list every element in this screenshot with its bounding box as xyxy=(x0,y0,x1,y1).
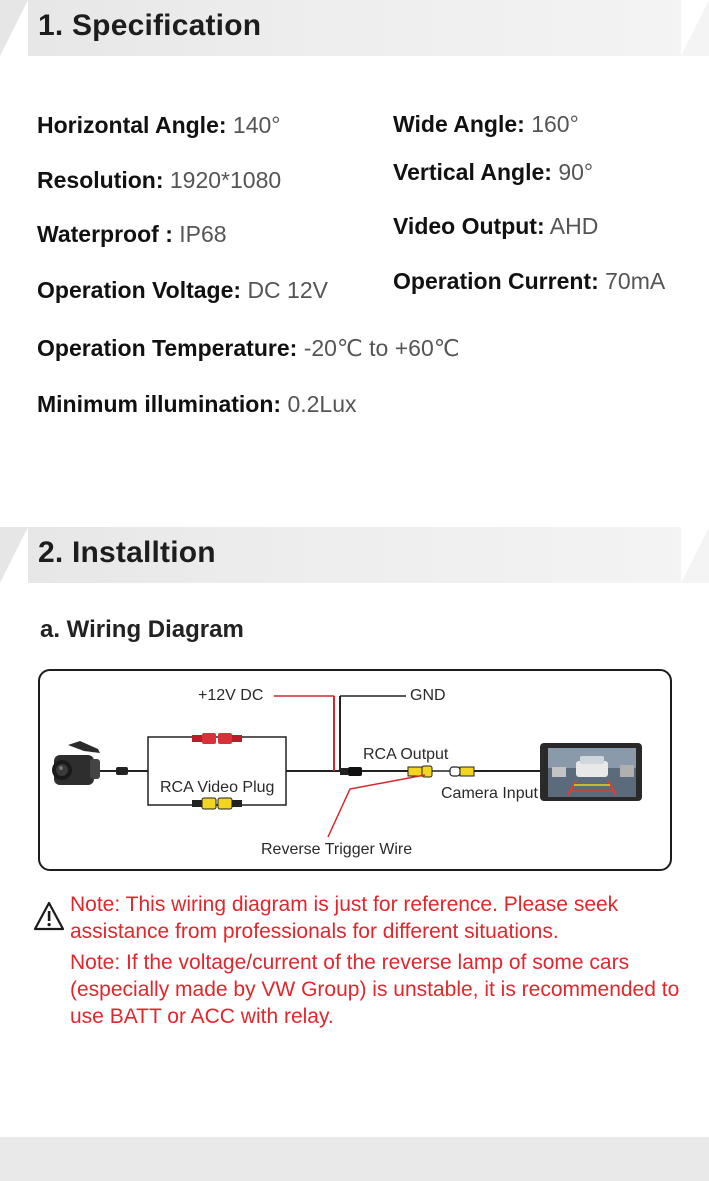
spec-operation-voltage: Operation Voltage: DC 12V xyxy=(37,277,328,304)
banner-corner xyxy=(0,0,28,56)
section-banner-specification: 1. Specification xyxy=(0,0,709,56)
label-rca-video-plug: RCA Video Plug xyxy=(160,779,275,796)
spec-waterproof: Waterproof : IP68 xyxy=(37,221,227,248)
banner-corner xyxy=(681,0,709,56)
spec-minimum-illumination: Minimum illumination: 0.2Lux xyxy=(37,391,357,418)
spec-value: 70mA xyxy=(605,268,666,294)
spec-label: Vertical Angle: xyxy=(393,159,552,185)
banner-corner xyxy=(681,527,709,583)
spec-vertical-angle: Vertical Angle: 90° xyxy=(393,159,593,186)
monitor-icon xyxy=(540,743,642,801)
wiring-diagram: +12V DC GND RCA Output RCA Video Plug Ca… xyxy=(38,669,672,871)
note-reference: Note: This wiring diagram is just for re… xyxy=(70,893,619,943)
rca-output-connector xyxy=(407,765,475,778)
spec-wide-angle: Wide Angle: 160° xyxy=(393,111,579,138)
spec-value: 1920*1080 xyxy=(169,167,282,193)
spec-value: -20℃ to +60℃ xyxy=(303,335,460,361)
yellow-rca-connector xyxy=(192,797,242,810)
note-vw-group: Note: If the voltage/current of the reve… xyxy=(70,951,680,1028)
spec-label: Waterproof : xyxy=(37,221,173,247)
label-power: +12V DC xyxy=(198,687,264,704)
red-rca-connector xyxy=(192,733,242,744)
spec-label: Video Output: xyxy=(393,213,545,239)
spec-value: 140° xyxy=(232,112,281,138)
spec-label: Resolution: xyxy=(37,167,164,193)
section-title: 1. Specification xyxy=(38,9,262,42)
spec-label: Operation Voltage: xyxy=(37,277,242,303)
spec-value: 160° xyxy=(531,111,579,137)
spec-label: Wide Angle: xyxy=(393,111,525,137)
section-title: 2. Installtion xyxy=(38,536,216,569)
spec-label: Operation Current: xyxy=(393,268,599,294)
spec-label: Operation Temperature: xyxy=(37,335,298,361)
spec-operation-temperature: Operation Temperature: -20℃ to +60℃ xyxy=(37,335,460,362)
warning-icon xyxy=(33,901,65,931)
spec-horizontal-angle: Horizontal Angle: 140° xyxy=(37,112,281,139)
spec-operation-current: Operation Current: 70mA xyxy=(393,268,665,295)
spec-label: Horizontal Angle: xyxy=(37,112,227,138)
label-ground: GND xyxy=(410,687,446,704)
label-camera-input: Camera Input xyxy=(441,785,538,802)
section-banner-installation: 2. Installtion xyxy=(0,527,709,583)
footer-bar xyxy=(0,1137,709,1181)
spec-value: 90° xyxy=(558,159,594,185)
wiring-diagram-title: a. Wiring Diagram xyxy=(40,616,244,643)
spec-label: Minimum illumination: xyxy=(37,391,282,417)
wiring-diagram-graphic xyxy=(52,695,642,838)
spec-value: AHD xyxy=(549,213,599,239)
spec-value: DC 12V xyxy=(247,277,328,303)
spec-video-output: Video Output: AHD xyxy=(393,213,598,240)
banner-corner xyxy=(0,527,28,583)
label-reverse-trigger: Reverse Trigger Wire xyxy=(261,841,413,858)
label-rca-output: RCA Output xyxy=(363,746,449,763)
spec-value: IP68 xyxy=(179,221,227,247)
spec-value: 0.2Lux xyxy=(287,391,357,417)
camera-icon xyxy=(52,741,128,785)
spec-resolution: Resolution: 1920*1080 xyxy=(37,167,281,194)
